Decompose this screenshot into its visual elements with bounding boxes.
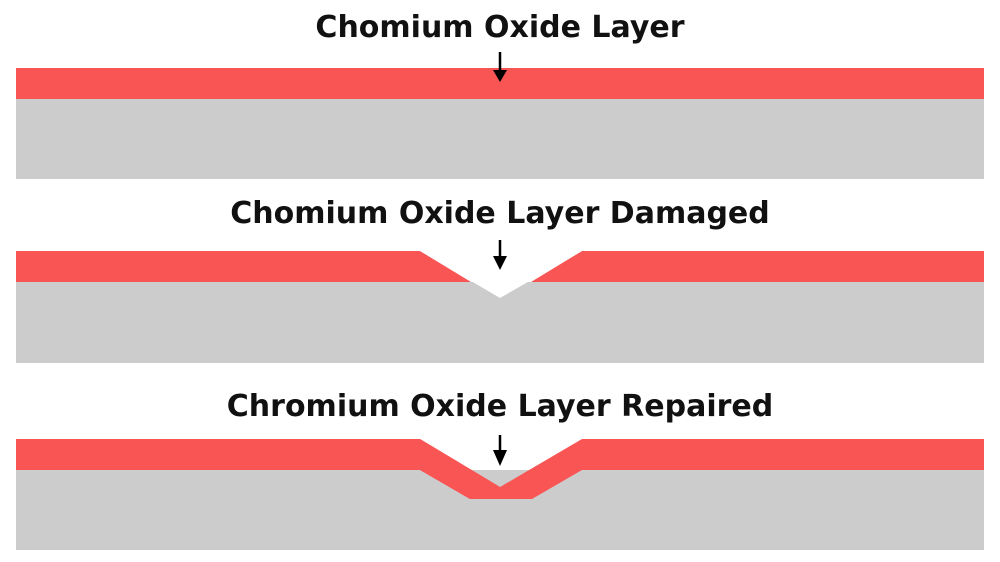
base-metal-damaged (16, 282, 984, 363)
panel-damaged (16, 240, 984, 363)
panel-intact (16, 52, 984, 179)
title-repaired-layer: Chromium Oxide Layer Repaired (226, 389, 774, 424)
arrow-repaired (493, 435, 507, 466)
oxide-layer-repaired (16, 439, 984, 499)
repair-fill-left (420, 439, 532, 499)
damage-notch (420, 251, 582, 298)
title-intact-layer: Chomium Oxide Layer (315, 10, 685, 45)
arrow-intact (493, 52, 507, 82)
base-metal-intact (16, 99, 984, 179)
arrow-damaged (493, 240, 507, 270)
oxide-layer-damaged (16, 251, 984, 298)
base-metal-repaired (16, 470, 984, 550)
title-damaged-layer: Chomium Oxide Layer Damaged (230, 196, 770, 231)
panel-repaired (16, 435, 984, 550)
